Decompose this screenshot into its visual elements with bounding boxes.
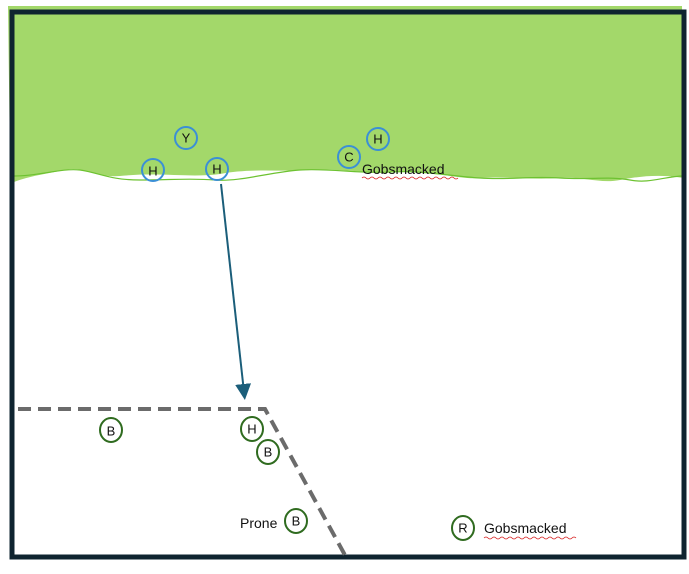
token-c: C	[337, 145, 361, 169]
token-label: B	[292, 514, 301, 529]
top-annotation: Gobsmacked	[362, 161, 444, 177]
token-h: H	[240, 416, 264, 442]
token-b: B	[284, 508, 308, 534]
spellcheck-underline	[361, 176, 459, 180]
dashed-boundary-line	[18, 407, 348, 558]
field-frame	[9, 9, 687, 560]
spellcheck-underline	[483, 536, 577, 540]
token-label: H	[148, 164, 157, 179]
token-h: H	[141, 158, 165, 182]
token-label: Y	[182, 131, 191, 146]
token-b: B	[99, 417, 123, 443]
token-label: B	[107, 424, 116, 439]
token-label: R	[458, 521, 467, 536]
token-label: C	[344, 150, 353, 165]
grass-area	[8, 6, 684, 182]
token-r: R	[451, 515, 475, 541]
token-y: Y	[174, 126, 198, 150]
grass-edge-line	[13, 169, 685, 182]
bottom-annotation: Gobsmacked	[484, 520, 566, 536]
movement-arrow	[220, 183, 252, 400]
token-label: H	[247, 422, 256, 437]
prone-label: Prone	[240, 515, 278, 531]
token-h: H	[366, 127, 390, 151]
token-b: B	[256, 439, 280, 465]
token-label: B	[264, 445, 273, 460]
token-h: H	[205, 157, 229, 181]
token-label: H	[212, 162, 221, 177]
token-label: H	[373, 132, 382, 147]
